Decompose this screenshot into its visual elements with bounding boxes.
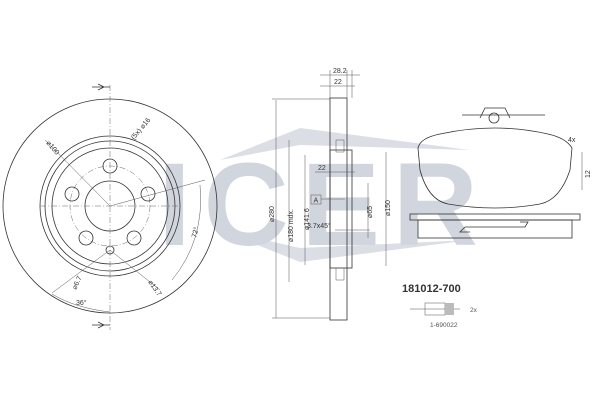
dim-outer-dia: ⌀280 bbox=[269, 206, 276, 222]
part-number: 181012-700 bbox=[402, 283, 461, 295]
dim-angle-72: 72° bbox=[190, 226, 201, 238]
icer-watermark: ICER bbox=[158, 128, 478, 271]
dim-hole-13: ⌀13.7 bbox=[146, 279, 162, 298]
brake-pad-view: 4x 12 bbox=[409, 107, 592, 239]
watermark-text: ICER bbox=[158, 139, 478, 271]
pad-thickness: 12 bbox=[585, 170, 592, 178]
dim-hole-dia: ⌀100 bbox=[44, 140, 60, 157]
disc-side-view: 28.2 22 ⌀280 ⌀180 mdx. ⌀141.6 22 A ⌀65 ⌀… bbox=[269, 68, 392, 321]
datum-box bbox=[310, 194, 322, 205]
dim-bore: ⌀65 bbox=[367, 206, 374, 218]
dim-thickness-total: 28.2 bbox=[333, 68, 347, 75]
dim-min-dia: ⌀180 mdx. bbox=[288, 209, 295, 242]
sensor-qty: 2x bbox=[470, 307, 478, 314]
wear-sensor: 2x 1-690022 bbox=[410, 302, 478, 329]
dim-bolt-holes: (5x) ⌀16 bbox=[130, 117, 152, 141]
sensor-code: 1-690022 bbox=[430, 322, 458, 329]
dim-thickness: 22 bbox=[334, 79, 342, 86]
disc-front-view: ⌀100 (5x) ⌀16 72° ⌀6.7 ⌀13.7 36° bbox=[2, 83, 218, 330]
dim-angle-36: 36° bbox=[76, 299, 87, 307]
datum-ref: A bbox=[314, 198, 319, 205]
dim-hat-depth: 22 bbox=[318, 165, 326, 172]
pad-qty: 4x bbox=[568, 137, 576, 144]
dim-chamfer: 3.7x45° bbox=[307, 222, 331, 230]
dim-hat-dia: ⌀150 bbox=[385, 200, 392, 216]
dim-pcd: ⌀141.6 bbox=[304, 208, 311, 230]
